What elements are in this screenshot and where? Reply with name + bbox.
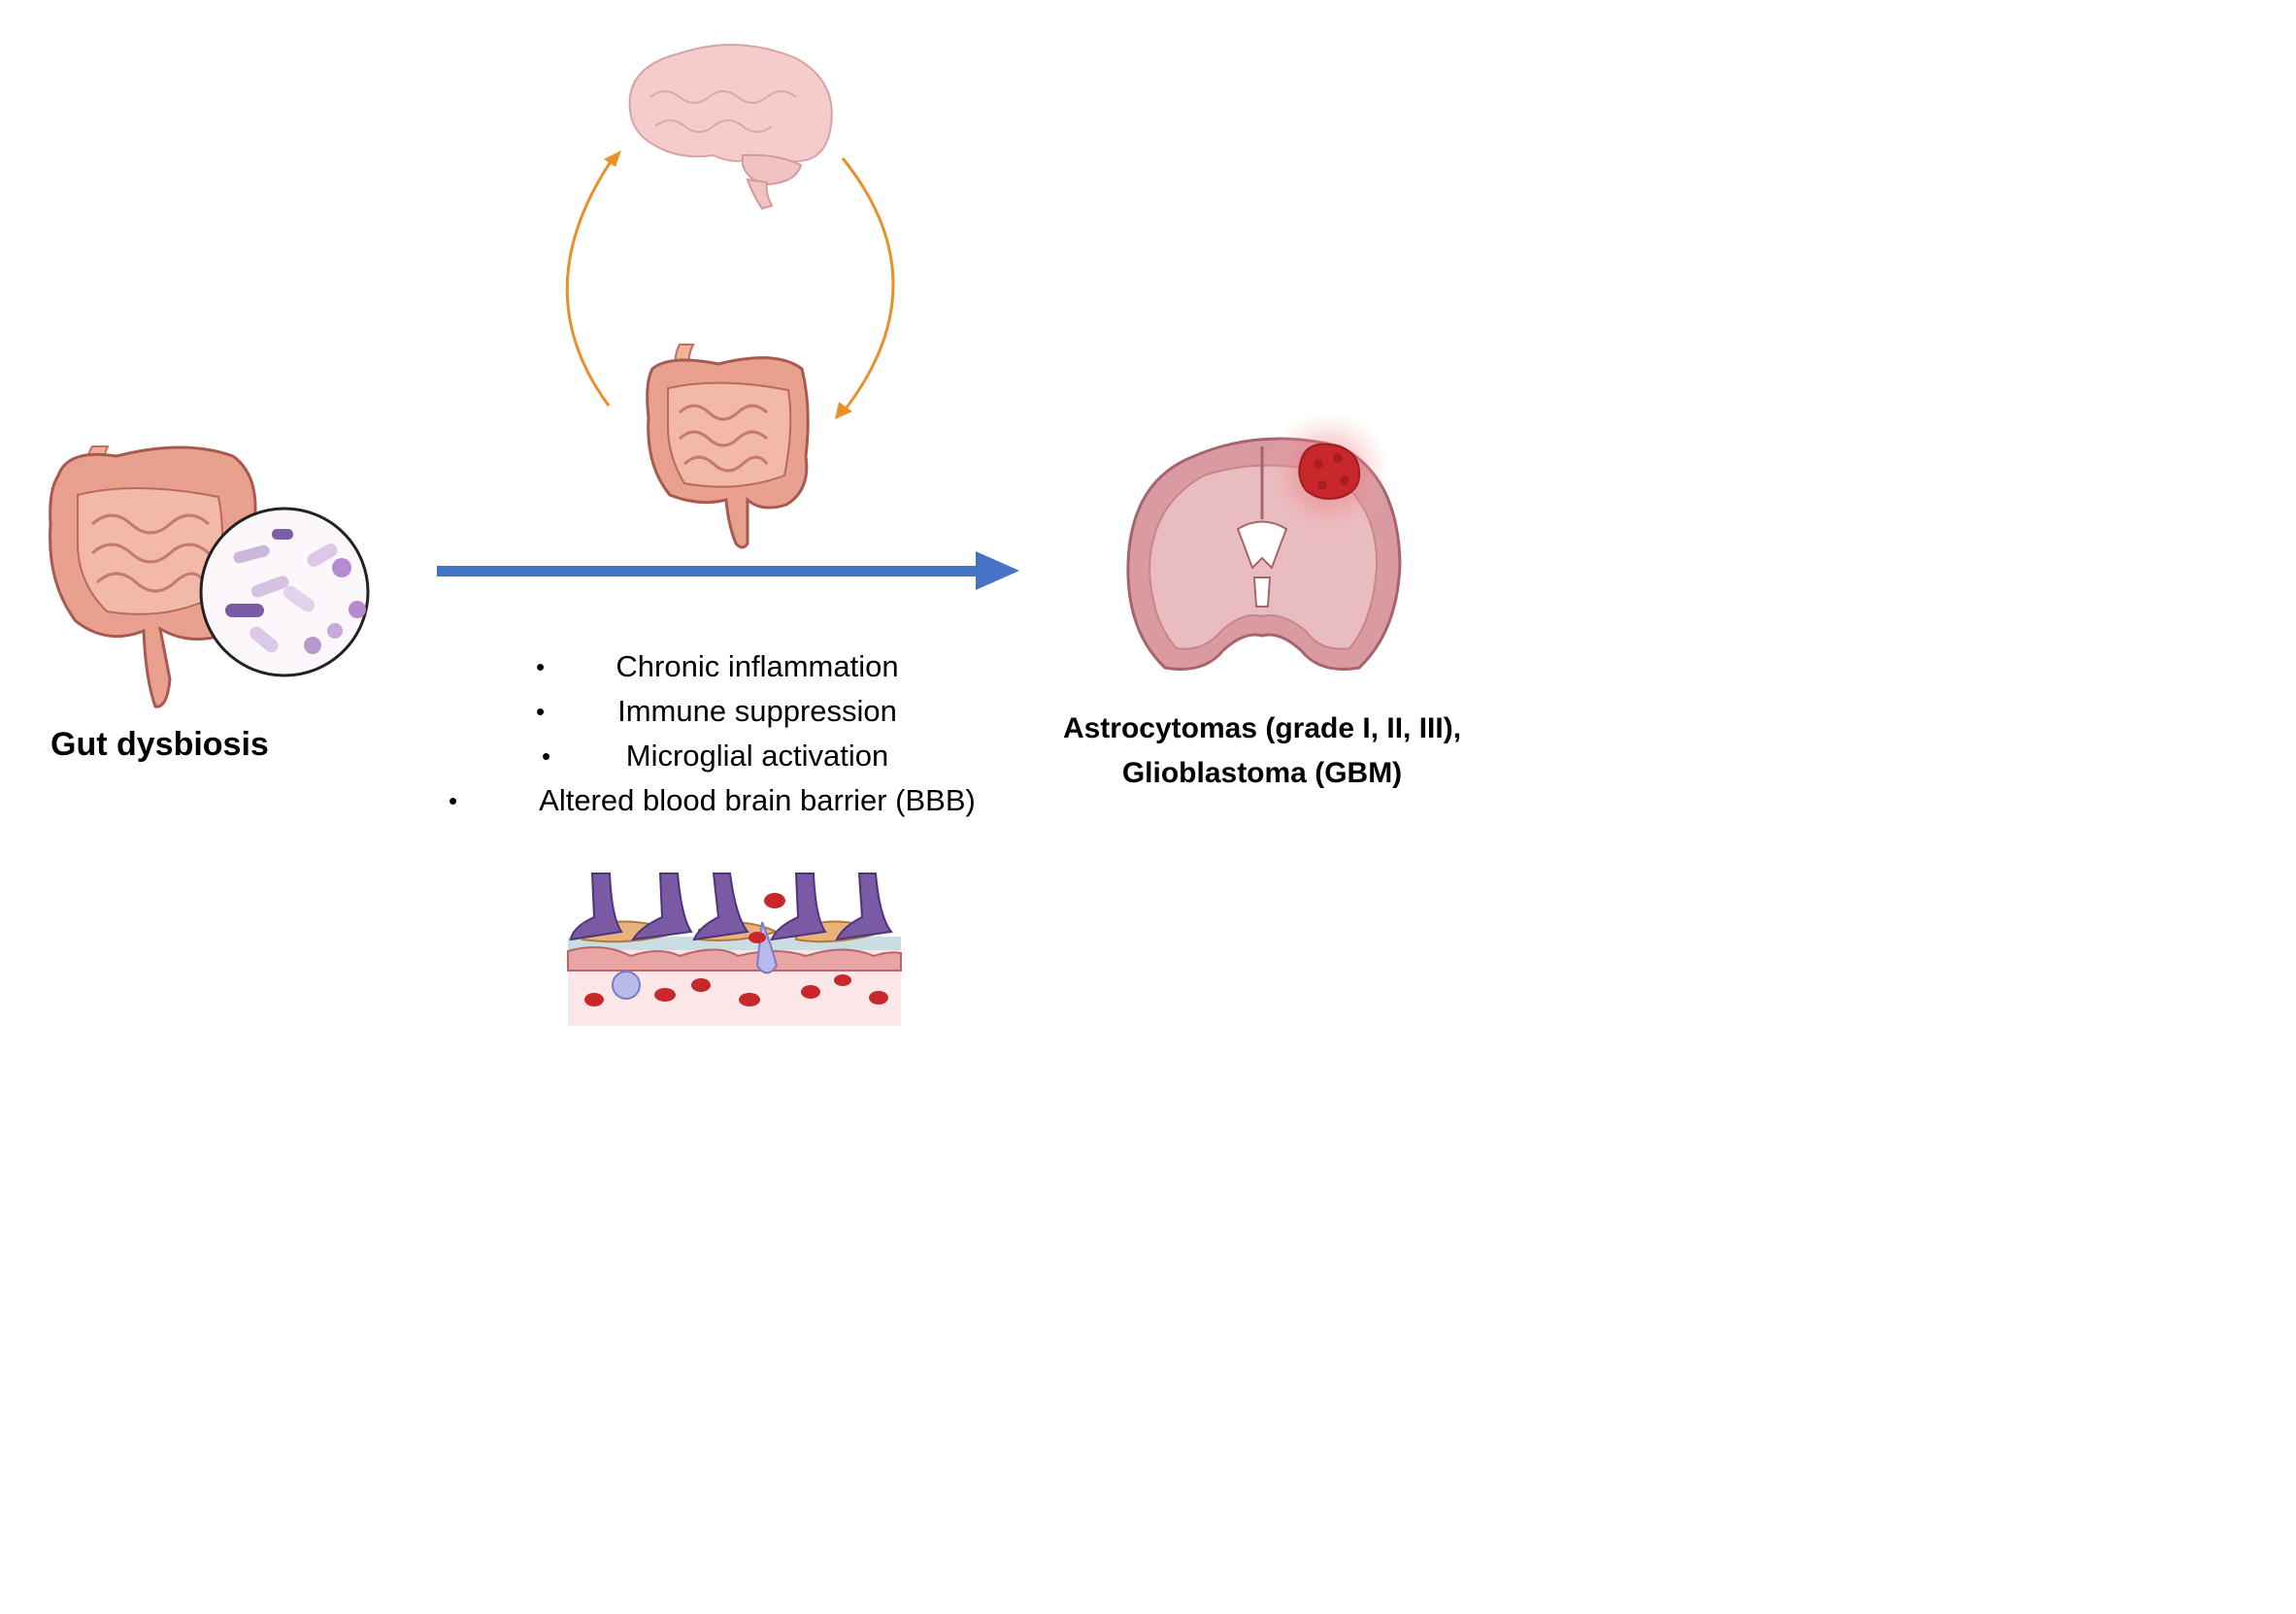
tumor-mass bbox=[1265, 411, 1391, 537]
gut-brain-cycle-arrows bbox=[565, 150, 895, 419]
mechanism-text: Microglial activation bbox=[625, 739, 889, 773]
tumor-outcome-line-1: Astrocytomas (grade I, II, III), bbox=[1062, 712, 1462, 744]
intestine-illustration-left bbox=[49, 445, 258, 708]
mechanism-list: •Chronic inflammation •Immune suppressio… bbox=[427, 644, 1048, 823]
diagram-canvas bbox=[49, 44, 1402, 1026]
blood-brain-barrier-illustration bbox=[567, 873, 902, 1026]
tumor-outcome-line-2: Glioblastoma (GBM) bbox=[1121, 757, 1403, 789]
microbiome-magnifier bbox=[199, 507, 370, 677]
mechanism-item: •Microglial activation bbox=[542, 739, 889, 773]
mechanism-item: •Altered blood brain barrier (BBB) bbox=[449, 783, 976, 817]
mechanism-text: Altered blood brain barrier (BBB) bbox=[539, 783, 976, 817]
brain-illustration-top bbox=[628, 44, 833, 211]
mechanism-item: •Chronic inflammation bbox=[536, 649, 899, 683]
mechanism-text: Chronic inflammation bbox=[616, 649, 899, 683]
tumor-outcome-label: Astrocytomas (grade I, II, III), Gliobla… bbox=[1010, 707, 1514, 796]
gut-dysbiosis-label: Gut dysbiosis bbox=[50, 726, 269, 763]
mechanism-text: Immune suppression bbox=[617, 694, 897, 728]
main-progression-arrow bbox=[437, 551, 1019, 590]
mechanism-item: •Immune suppression bbox=[536, 694, 897, 728]
intestine-illustration-center bbox=[646, 344, 810, 549]
